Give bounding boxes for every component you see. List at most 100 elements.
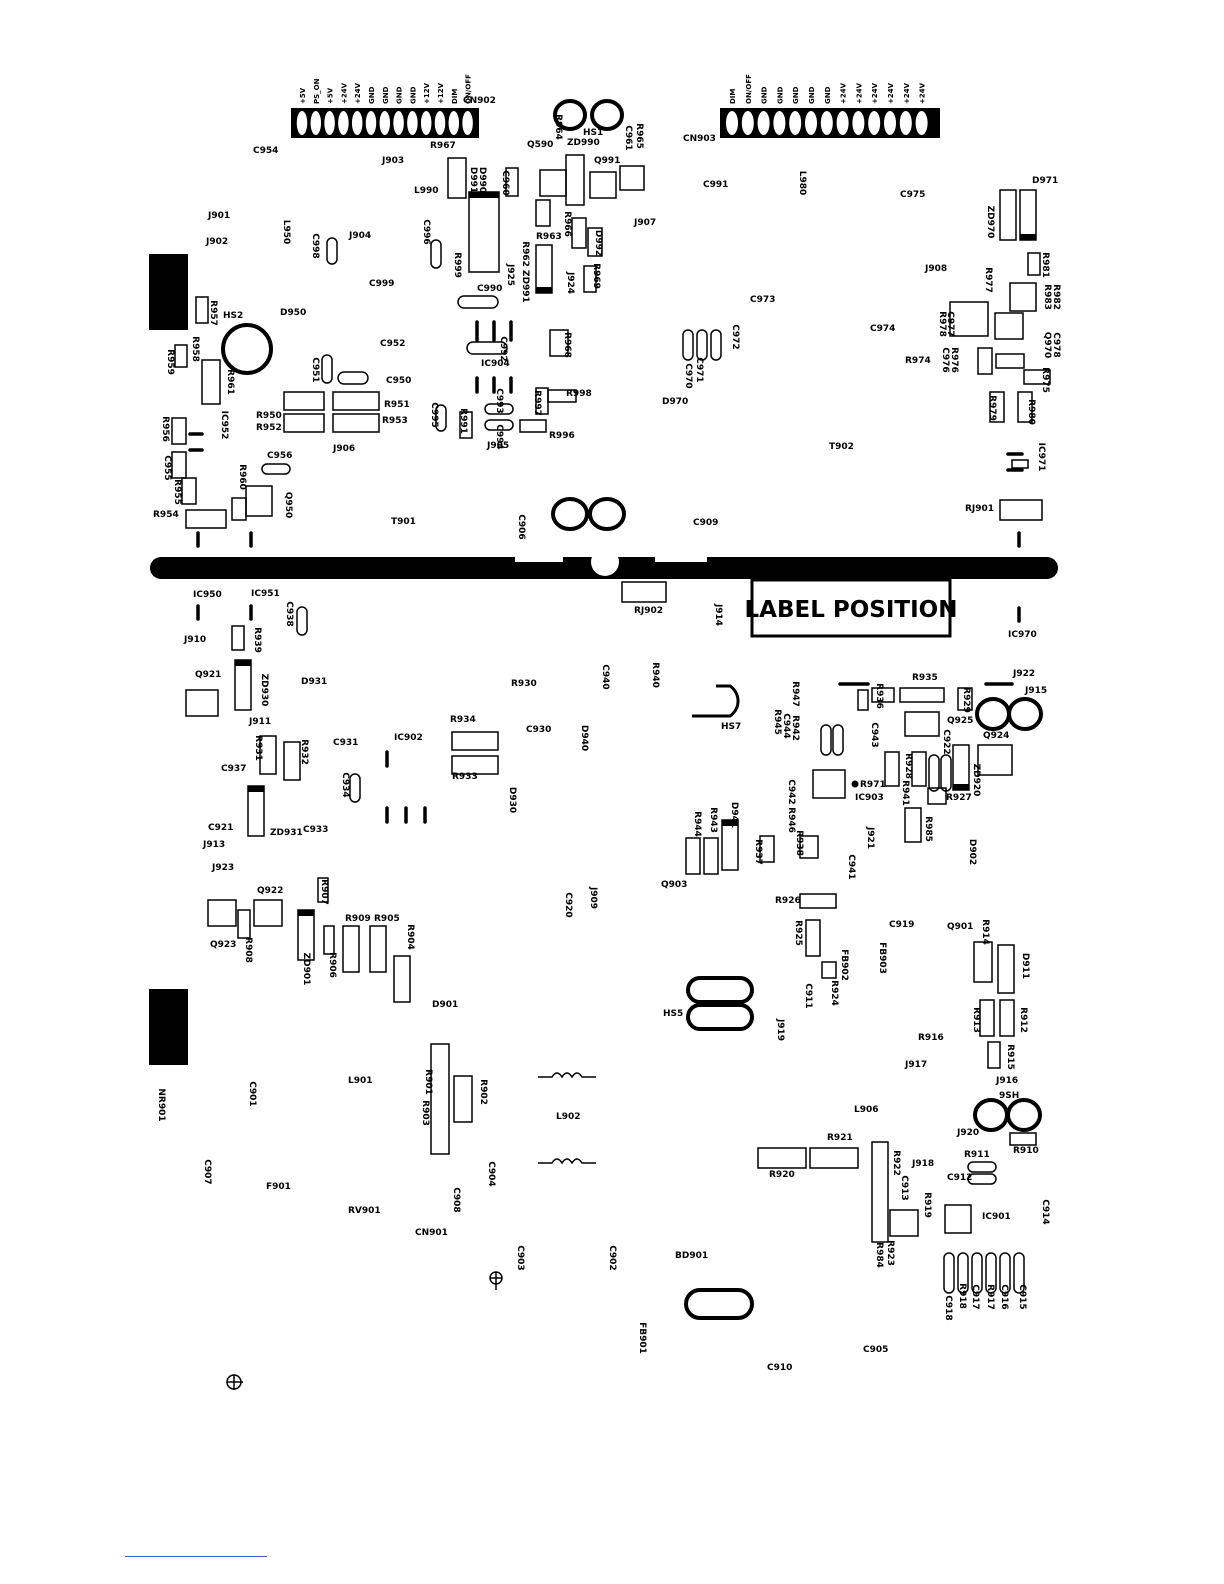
component-label: R950 <box>256 411 282 421</box>
connector-pin-label: GND <box>368 86 376 104</box>
component-label: R951 <box>384 400 410 410</box>
component-label: R963 <box>536 232 562 242</box>
component-label-rotated: J925 <box>505 263 515 286</box>
connector-pin-label: +24V <box>871 82 879 104</box>
connector-pad <box>434 111 446 135</box>
component-label-rotated: R980 <box>1026 399 1036 425</box>
component-label: R934 <box>450 715 476 725</box>
component-label-rotated: D930 <box>507 787 517 813</box>
component-label: CN902 <box>463 96 496 106</box>
connector-pin-label: +24V <box>855 82 863 104</box>
component-label: IC970 <box>1008 630 1037 640</box>
component-label: J922 <box>1012 669 1035 679</box>
component-label: C921 <box>208 823 233 833</box>
component-label-rotated: C976 <box>940 347 950 372</box>
component-label: C909 <box>693 518 718 528</box>
component-label-rotated: C998 <box>310 233 320 258</box>
component-label: R974 <box>905 356 931 366</box>
component-label-rotated: R965 <box>634 123 644 149</box>
component-label-rotated: J914 <box>713 603 723 626</box>
component-label-rotated: R999 <box>452 252 462 278</box>
mount-holes <box>221 99 1043 1320</box>
component-label: C930 <box>526 725 551 735</box>
component-label-rotated: ZD901 <box>301 953 311 986</box>
component-label: J920 <box>956 1128 979 1138</box>
component-label: J916 <box>995 1076 1018 1086</box>
component-label: J905 <box>486 441 509 451</box>
connector-pad <box>741 111 754 135</box>
component-label: C991 <box>703 180 728 190</box>
component-label-rotated: ZD970 <box>985 206 995 239</box>
component-label: C956 <box>267 451 292 461</box>
connector-pad <box>338 111 349 135</box>
component-label-rotated: R959 <box>165 349 175 375</box>
component-label: R935 <box>912 673 938 683</box>
connector-pad <box>310 111 322 135</box>
component-label: R911 <box>964 1150 990 1160</box>
component-label: R916 <box>918 1033 944 1043</box>
component-label: C931 <box>333 738 358 748</box>
component-label: D931 <box>301 677 327 687</box>
connector-pad <box>407 111 418 135</box>
component-label: HS5 <box>663 1009 683 1019</box>
component-label-rotated: C993 <box>494 388 504 413</box>
component-label-rotated: C918 <box>943 1295 953 1320</box>
component-label: ZD931 <box>270 828 303 838</box>
component-label: C974 <box>870 324 895 334</box>
component-label: BD901 <box>675 1251 708 1261</box>
component-label-rotated: R943 <box>708 807 718 833</box>
component-label-rotated: R931 <box>253 735 263 761</box>
component-label-rotated: J909 <box>588 886 598 909</box>
component-outlines <box>171 154 1051 1294</box>
component-label-rotated: R936 <box>874 683 884 709</box>
component-label: Q901 <box>947 922 973 932</box>
component-label: RV901 <box>348 1206 381 1216</box>
component-label: J902 <box>205 237 228 247</box>
component-label-rotated: R903 <box>420 1100 430 1126</box>
component-label: J906 <box>332 444 355 454</box>
component-label-rotated: L980 <box>797 171 807 196</box>
component-label-rotated: IC971 <box>1036 443 1046 472</box>
component-label-rotated: C970 <box>683 363 693 388</box>
component-label-rotated: R945 <box>772 709 782 735</box>
connector-pad <box>915 111 928 135</box>
connector-pin-label: GND <box>776 86 784 104</box>
component-label-rotated: R956 <box>160 416 170 442</box>
component-label-rotated: R925 <box>793 920 803 946</box>
component-label: HS7 <box>721 722 741 732</box>
component-label: D901 <box>432 1000 458 1010</box>
component-label-rotated: L950 <box>281 220 291 245</box>
connector-pad <box>365 111 377 135</box>
component-label-rotated: R991 <box>458 408 468 434</box>
component-label: HS1 <box>583 128 603 138</box>
black-block-top <box>149 254 188 330</box>
component-label: C975 <box>900 190 925 200</box>
component-label: L906 <box>854 1105 879 1115</box>
component-label-rotated: R941 <box>900 780 910 806</box>
component-label-rotated: R940 <box>650 662 660 688</box>
component-label: F901 <box>266 1182 291 1192</box>
component-label-rotated: C944 <box>781 713 791 738</box>
component-label: Q924 <box>983 731 1009 741</box>
component-label-rotated: FB901 <box>637 1322 647 1354</box>
connector-pad <box>351 111 363 135</box>
component-label: J911 <box>248 717 271 727</box>
component-label-rotated: R917 <box>985 1284 995 1310</box>
component-label-rotated: R908 <box>243 937 253 963</box>
component-label-rotated: Q950 <box>283 492 293 518</box>
component-label: RJ902 <box>634 606 663 616</box>
component-label-rotated: C938 <box>284 601 294 626</box>
black-block-bottom <box>149 989 188 1065</box>
component-label: CN901 <box>415 1228 448 1238</box>
component-label: Q590 <box>527 140 553 150</box>
component-label-rotated: R969 <box>591 263 601 289</box>
component-label: R971 <box>860 780 886 790</box>
component-label-rotated: C994 <box>494 424 504 449</box>
component-label-rotated: C908 <box>451 1187 461 1212</box>
component-label: CN903 <box>683 134 716 144</box>
component-label-rotated: R966 <box>562 211 572 237</box>
component-label-rotated: R922 <box>891 1150 901 1176</box>
component-label-rotated: R928 <box>903 753 913 779</box>
connector-pad <box>420 111 432 135</box>
component-label-rotated: C992 <box>498 336 508 361</box>
